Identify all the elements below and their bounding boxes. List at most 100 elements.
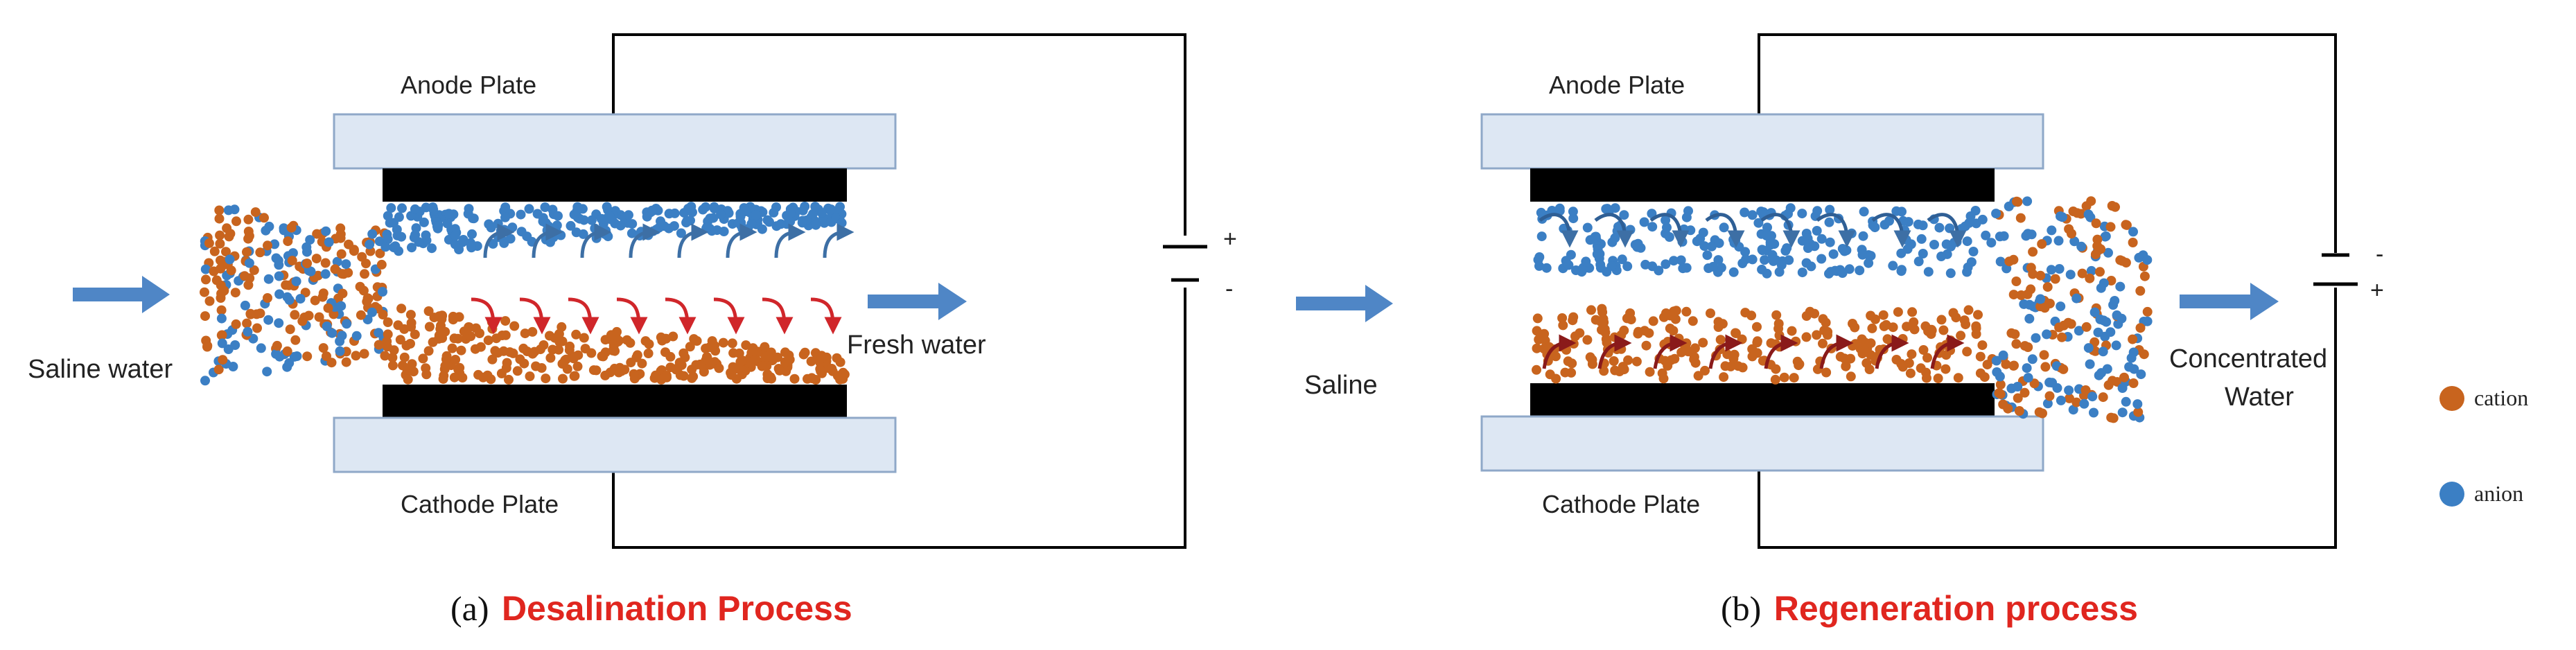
- cation-dot: [571, 329, 581, 340]
- cation-dot: [561, 354, 571, 364]
- anion-dot: [274, 318, 284, 328]
- anion-dot: [444, 209, 454, 219]
- cation-dot: [497, 331, 507, 340]
- cation-dot: [380, 351, 390, 361]
- cation-dot: [349, 246, 359, 256]
- cation-dot: [320, 258, 331, 268]
- anion-dot: [1647, 222, 1658, 232]
- cation-dot: [362, 297, 372, 307]
- anion-dot: [2054, 264, 2065, 274]
- outlet-label-b-line2: Water: [2225, 383, 2294, 412]
- cation-dot: [1752, 322, 1762, 332]
- cation-dot: [806, 356, 816, 367]
- cation-dot: [249, 265, 259, 275]
- cation-dot: [1867, 323, 1877, 333]
- cation-dot: [475, 342, 486, 352]
- cation-dot: [2013, 393, 2023, 403]
- cation-dot: [1597, 325, 1606, 335]
- anion-dot: [2076, 241, 2087, 252]
- cation-dot: [202, 342, 212, 352]
- anion-dot: [1964, 218, 1974, 228]
- cation-dot: [2035, 270, 2046, 281]
- cation-dot: [1812, 330, 1822, 340]
- anion-dot: [2085, 359, 2095, 369]
- anion-dot: [540, 202, 550, 212]
- cation-dot: [2139, 349, 2149, 360]
- cation-dot: [1668, 326, 1679, 336]
- battery-bottom-sign-a: -: [1225, 276, 1233, 302]
- cation-dot: [789, 374, 800, 384]
- anion-dot: [432, 221, 443, 231]
- anion-dot: [2024, 299, 2035, 310]
- cation-dot: [1909, 324, 1920, 335]
- anion-dot: [327, 328, 338, 338]
- anion-dot: [342, 319, 352, 329]
- cation-dot: [615, 362, 625, 373]
- anion-dot: [532, 209, 543, 219]
- cation-dot: [302, 258, 313, 269]
- cation-dot: [263, 240, 272, 251]
- cation-dot: [1690, 358, 1701, 368]
- anion-dot: [1913, 256, 1924, 267]
- anion-dot: [321, 226, 331, 236]
- anion-dot: [566, 220, 576, 231]
- anion-dot: [383, 211, 393, 221]
- anion-dot: [427, 243, 437, 254]
- cation-dot: [665, 351, 676, 362]
- anion-dot: [274, 271, 284, 281]
- cation-dot: [2040, 362, 2051, 372]
- cation-dot: [487, 354, 498, 364]
- anion-dot: [351, 331, 362, 341]
- anion-dot: [1631, 240, 1642, 250]
- cation-dot: [1706, 308, 1715, 319]
- ion-cloud-a: [200, 202, 850, 386]
- cation-dot: [1688, 316, 1698, 326]
- cation-dot: [1940, 364, 1951, 374]
- cation-dot: [640, 336, 651, 346]
- cation-dot: [245, 309, 256, 319]
- cation-dot: [456, 345, 466, 355]
- anion-dot: [1625, 225, 1636, 235]
- cation-dot: [1586, 305, 1596, 315]
- anion-dot: [499, 238, 509, 248]
- anion-dot: [2064, 385, 2074, 396]
- cation-dot: [1973, 310, 1983, 320]
- cathode-label-a: Cathode Plate: [401, 490, 559, 518]
- cation-dot: [330, 264, 340, 274]
- cation-dot: [336, 249, 347, 259]
- anion-dot: [1582, 222, 1593, 233]
- cation-dot: [405, 310, 416, 320]
- anion-dot: [341, 259, 351, 270]
- cation-dot: [304, 310, 314, 321]
- cation-dot: [569, 371, 579, 381]
- cation-dot: [1866, 338, 1876, 349]
- cathode-plate-b: [1480, 415, 2044, 472]
- caption-b: (b) Regeneration process: [1721, 589, 2138, 628]
- anion-dot: [507, 222, 518, 233]
- anion-dot: [1995, 256, 2006, 267]
- anion-dot: [1536, 231, 1547, 242]
- cation-dot: [1587, 359, 1597, 369]
- cation-dot: [2077, 268, 2087, 279]
- cation-dot: [2133, 407, 2144, 417]
- legend-cation-swatch: [2439, 386, 2464, 411]
- cation-dot: [1857, 349, 1868, 359]
- anion-dot: [2027, 354, 2038, 364]
- anion-dot: [1602, 204, 1613, 214]
- legend-anion-swatch: [2439, 482, 2464, 507]
- cation-dot: [2128, 378, 2139, 388]
- anion-dot: [2065, 270, 2076, 280]
- battery-bottom-sign-b: +: [2370, 277, 2384, 304]
- cation-dot: [1737, 362, 1748, 373]
- anion-dot: [1945, 223, 1955, 234]
- cation-dot: [1792, 356, 1803, 367]
- cathode-label-b: Cathode Plate: [1542, 490, 1700, 518]
- cation-dot: [2086, 196, 2096, 207]
- cation-dot: [283, 236, 293, 247]
- anion-dot: [1864, 258, 1874, 268]
- cation-dot: [448, 311, 458, 322]
- anion-dot: [2089, 407, 2099, 418]
- cation-dot: [255, 247, 265, 258]
- cation-dot: [483, 335, 493, 346]
- cation-dot: [527, 349, 538, 359]
